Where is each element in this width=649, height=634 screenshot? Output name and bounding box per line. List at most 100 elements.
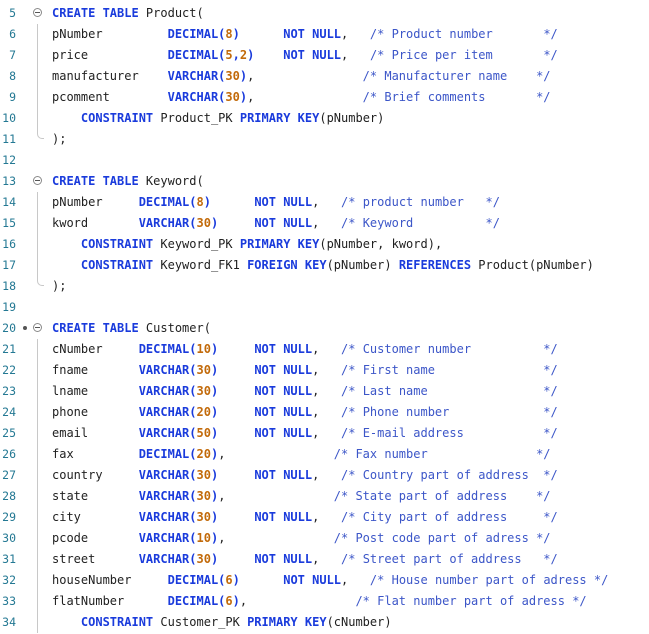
code-text[interactable]: fname VARCHAR(30) NOT NULL, /* First nam… <box>52 363 558 379</box>
sql-text: , <box>247 90 363 104</box>
code-text[interactable]: kword VARCHAR(30) NOT NULL, /* Keyword *… <box>52 216 500 232</box>
code-text[interactable]: pNumber DECIMAL(8) NOT NULL, /* product … <box>52 195 500 211</box>
sql-text: pcode <box>52 531 139 545</box>
code-line[interactable]: 17 CONSTRAINT Keyword_FK1 FOREIGN KEY(pN… <box>0 255 649 276</box>
code-text[interactable]: fax DECIMAL(20), /* Fax number */ <box>52 447 551 463</box>
fold-collapse-icon[interactable] <box>33 176 42 185</box>
sql-number: 6 <box>225 573 233 587</box>
code-line[interactable]: 11); <box>0 129 649 150</box>
code-line[interactable]: 13 CREATE TABLE Keyword( <box>0 171 649 192</box>
code-line[interactable]: 16 CONSTRAINT Keyword_PK PRIMARY KEY(pNu… <box>0 234 649 255</box>
code-text[interactable]: cNumber DECIMAL(10) NOT NULL, /* Custome… <box>52 342 558 358</box>
fold-guide-line <box>37 486 38 507</box>
sql-number: 2 <box>239 48 248 62</box>
sql-type: VARCHAR( <box>138 510 197 524</box>
fold-guide-line <box>37 234 38 255</box>
code-text[interactable]: lname VARCHAR(30) NOT NULL, /* Last name… <box>52 384 558 400</box>
code-text[interactable]: pcomment VARCHAR(30), /* Brief comments … <box>52 90 551 106</box>
sql-keyword: NOT NULL <box>254 342 313 356</box>
sql-type: , <box>232 48 240 62</box>
sql-type: ) <box>232 573 240 587</box>
code-text[interactable]: CONSTRAINT Keyword_PK PRIMARY KEY(pNumbe… <box>52 237 442 253</box>
code-text[interactable]: street VARCHAR(30) NOT NULL, /* Street p… <box>52 552 558 568</box>
sql-number: 20 <box>196 447 211 461</box>
sql-text <box>240 27 283 41</box>
fold-collapse-icon[interactable] <box>33 8 42 17</box>
sql-type: VARCHAR( <box>138 468 197 482</box>
code-text[interactable]: ); <box>52 132 66 148</box>
sql-text: ); <box>52 132 67 146</box>
sql-text: , <box>341 48 370 62</box>
sql-type: VARCHAR( <box>138 405 197 419</box>
sql-type: ) <box>210 489 219 503</box>
line-number: 5 <box>9 6 16 20</box>
sql-text <box>52 111 81 125</box>
code-line[interactable]: 34 CONSTRAINT Customer_PK PRIMARY KEY(cN… <box>0 612 649 633</box>
code-text[interactable]: CREATE TABLE Keyword( <box>52 174 204 190</box>
code-text[interactable]: manufacturer VARCHAR(30), /* Manufacture… <box>52 69 551 85</box>
sql-type: ) <box>247 48 255 62</box>
code-text[interactable]: CONSTRAINT Keyword_FK1 FOREIGN KEY(pNumb… <box>52 258 594 274</box>
sql-text: , <box>341 573 370 587</box>
code-line[interactable]: 12 <box>0 150 649 171</box>
code-text[interactable]: pcode VARCHAR(10), /* Post code part of … <box>52 531 551 547</box>
sql-text: (pNumber, kword), <box>319 237 443 251</box>
code-text[interactable]: country VARCHAR(30) NOT NULL, /* Country… <box>52 468 558 484</box>
code-text[interactable]: email VARCHAR(50) NOT NULL, /* E-mail ad… <box>52 426 558 442</box>
sql-number: 5 <box>225 48 233 62</box>
sql-keyword: NOT NULL <box>254 384 313 398</box>
code-text[interactable]: price DECIMAL(5,2) NOT NULL, /* Price pe… <box>52 48 558 64</box>
code-line[interactable]: 19 <box>0 297 649 318</box>
fold-guide-line <box>37 423 38 444</box>
line-number: 13 <box>2 174 16 188</box>
code-line[interactable]: 10 CONSTRAINT Product_PK PRIMARY KEY(pNu… <box>0 108 649 129</box>
code-text[interactable]: pNumber DECIMAL(8) NOT NULL, /* Product … <box>52 27 558 43</box>
code-text[interactable]: city VARCHAR(30) NOT NULL, /* City part … <box>52 510 558 526</box>
sql-number: 50 <box>196 426 211 440</box>
sql-keyword: REFERENCES <box>398 258 472 272</box>
breakpoint-dot-icon[interactable] <box>23 326 27 330</box>
code-text[interactable]: houseNumber DECIMAL(6) NOT NULL, /* Hous… <box>52 573 608 589</box>
code-text[interactable]: flatNumber DECIMAL(6), /* Flat number pa… <box>52 594 587 610</box>
sql-type: DECIMAL( <box>167 573 226 587</box>
sql-comment: /* State part of address */ <box>333 489 551 503</box>
fold-guide-line <box>37 255 38 276</box>
code-text[interactable]: ); <box>52 279 66 295</box>
sql-text <box>218 216 254 230</box>
code-text[interactable]: CONSTRAINT Product_PK PRIMARY KEY(pNumbe… <box>52 111 384 127</box>
code-line[interactable]: 18); <box>0 276 649 297</box>
line-number: 11 <box>2 132 16 146</box>
code-text[interactable]: state VARCHAR(30), /* State part of addr… <box>52 489 551 505</box>
code-text[interactable]: CREATE TABLE Customer( <box>52 321 211 337</box>
sql-text: , <box>341 27 370 41</box>
code-line[interactable]: 5 CREATE TABLE Product( <box>0 3 649 24</box>
code-text[interactable]: CREATE TABLE Product( <box>52 6 204 22</box>
code-text[interactable]: CONSTRAINT Customer_PK PRIMARY KEY(cNumb… <box>52 615 392 631</box>
fold-guide-line <box>37 570 38 591</box>
fold-collapse-icon[interactable] <box>33 323 42 332</box>
sql-comment: /* Product number */ <box>369 27 558 41</box>
code-text[interactable]: phone VARCHAR(20) NOT NULL, /* Phone num… <box>52 405 558 421</box>
sql-text: , <box>247 69 363 83</box>
